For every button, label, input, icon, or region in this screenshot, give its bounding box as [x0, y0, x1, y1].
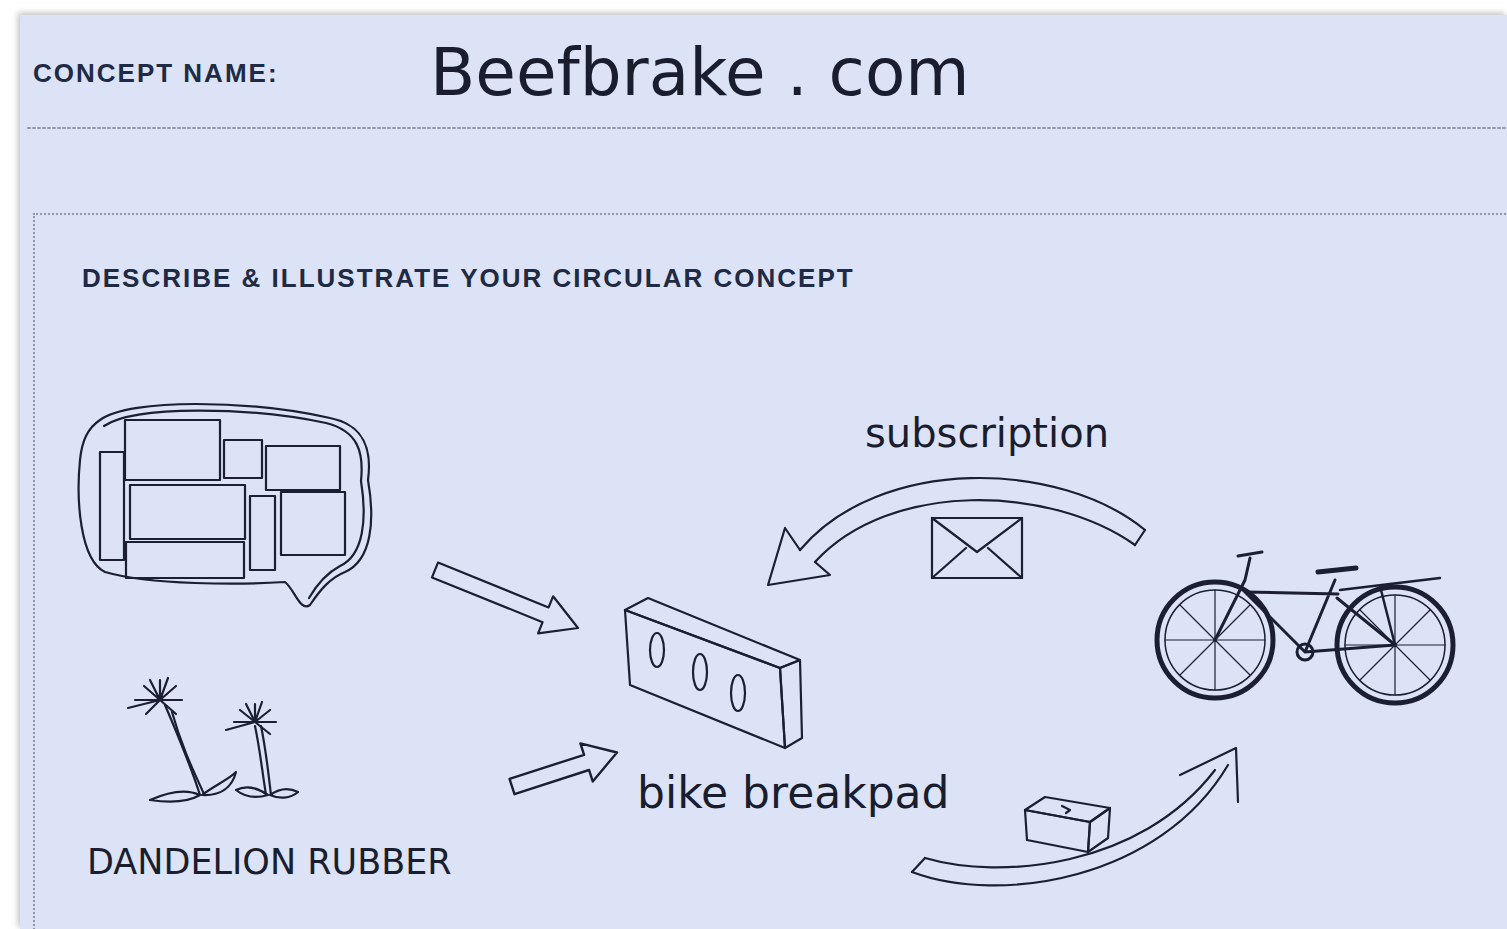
- map-block: [266, 446, 340, 490]
- delivery-arrow: [912, 748, 1238, 885]
- bike-frame: [1245, 580, 1395, 652]
- pad-top: [625, 598, 800, 668]
- map-block: [130, 485, 245, 539]
- material-node: DANDELION RUBBER: [82, 692, 512, 902]
- dandelion-leaf: [150, 791, 200, 801]
- map-blob: [79, 404, 372, 606]
- pad-front: [625, 610, 785, 748]
- pad-side: [780, 660, 802, 748]
- map-block: [224, 440, 262, 478]
- dandelion-stem: [165, 705, 200, 795]
- node-label: bike breakpad: [637, 767, 950, 818]
- map-block: [250, 496, 275, 570]
- arrow-band: [815, 500, 1135, 562]
- arrow-band: [800, 478, 1145, 550]
- arrow-tail: [1135, 530, 1145, 545]
- pad-hole: [731, 675, 745, 711]
- pad-hole: [650, 633, 664, 667]
- dandelion-leaf: [270, 789, 298, 797]
- parcel-icon: [1025, 797, 1110, 852]
- parcel-mark: [1062, 806, 1070, 813]
- arrow-curve: [912, 765, 1228, 885]
- product-node: bike breakpad: [617, 592, 987, 862]
- dandelion-leaf: [202, 772, 236, 795]
- dandelion-drawing: [128, 678, 298, 802]
- concept-frame: DANDELION RUBBER bike breakpad DESCRIBE & …: [33, 213, 1507, 929]
- arrow-label: subscription: [865, 410, 1109, 456]
- field-label: CONCEPT NAME:: [33, 58, 279, 89]
- dandelion-head: [128, 678, 182, 714]
- envelope-icon: [932, 518, 1022, 578]
- map-block: [126, 542, 244, 578]
- section-heading: DESCRIBE & ILLUSTRATE YOUR CIRCULAR CONC…: [82, 263, 855, 294]
- arrow-head: [1180, 748, 1238, 802]
- dandelion-stem: [255, 726, 266, 795]
- arrow-head: [768, 528, 830, 585]
- envelope-body: [932, 518, 1022, 578]
- flow-arrow: [510, 743, 617, 794]
- dandelion-head: [226, 702, 276, 734]
- block-arrow: [432, 563, 578, 634]
- envelope-flap: [932, 518, 1022, 578]
- dotted-rule: [28, 127, 1507, 129]
- map-block: [100, 452, 124, 560]
- subscription-arrow: [768, 478, 1145, 585]
- saddle: [1318, 568, 1356, 572]
- pad-hole: [693, 654, 707, 690]
- node-label: DANDELION RUBBER: [87, 842, 452, 882]
- dandelion-stem: [261, 726, 271, 795]
- dandelion-stem: [172, 712, 204, 794]
- map-block: [125, 420, 220, 480]
- fork: [1215, 552, 1262, 640]
- dandelion-leaf: [236, 787, 268, 796]
- map-block: [281, 492, 345, 555]
- rear-rack: [1340, 578, 1440, 645]
- map-outline: [104, 411, 364, 598]
- handwritten-name: Beefbrake . com: [430, 34, 970, 111]
- bicycle-drawing: [1157, 552, 1453, 703]
- arrow-tail: [912, 858, 925, 872]
- brake-pad-drawing: [625, 598, 802, 748]
- parcel-side: [1088, 808, 1110, 852]
- map-outline: [79, 404, 372, 606]
- crank: [1297, 644, 1313, 660]
- arrow-curve: [925, 770, 1215, 867]
